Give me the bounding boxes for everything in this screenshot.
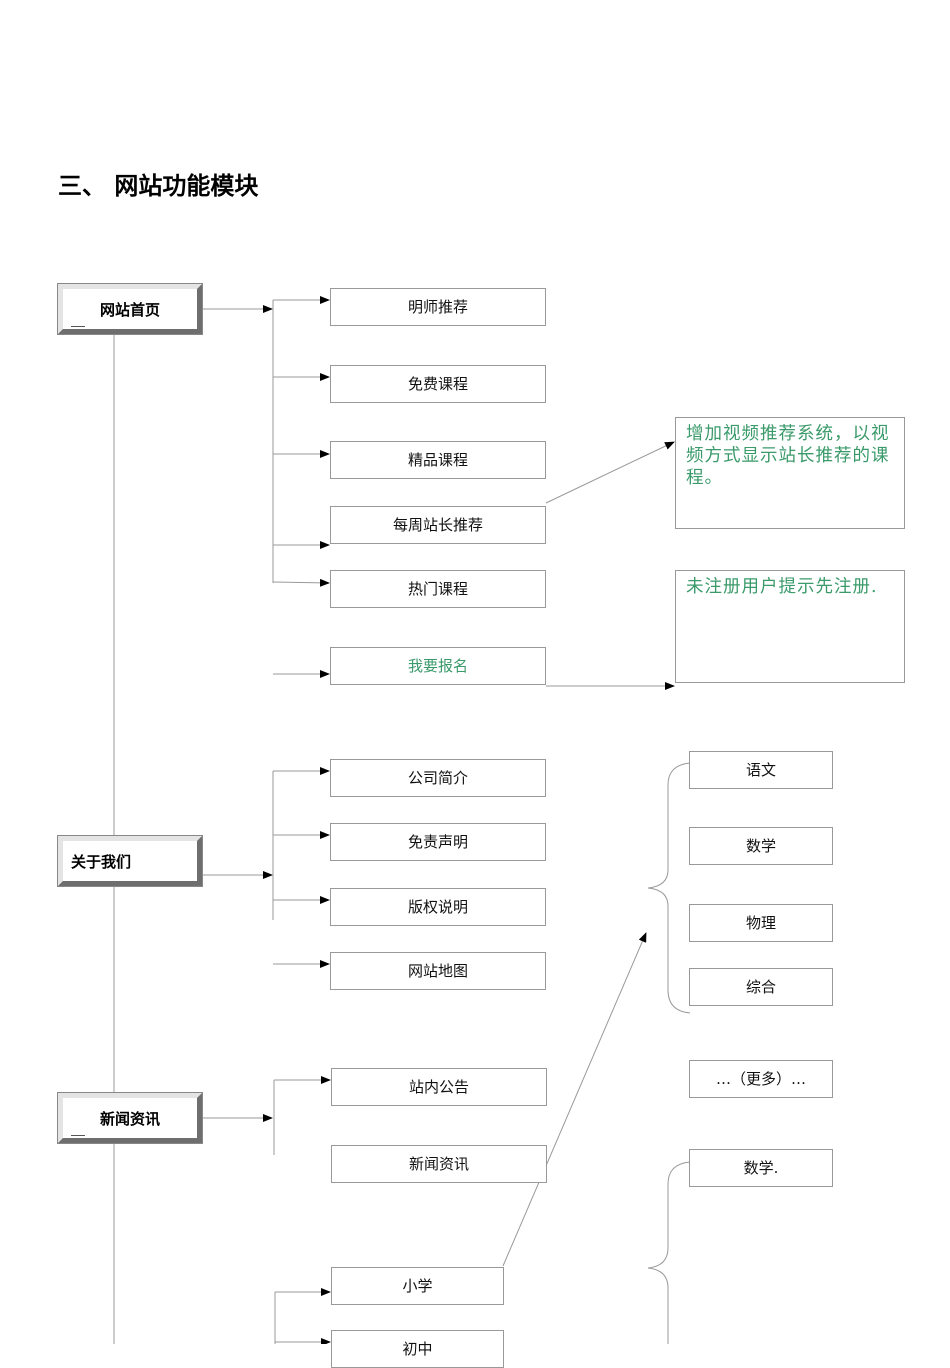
- level-item-junior[interactable]: 初中: [331, 1330, 504, 1368]
- page-title: 三、 网站功能模块: [58, 172, 259, 200]
- corner-mark: [71, 1135, 85, 1136]
- news-item-news[interactable]: 新闻资讯: [331, 1145, 547, 1183]
- subject-general[interactable]: 综合: [689, 968, 833, 1006]
- section-home[interactable]: 网站首页: [57, 283, 203, 335]
- subject-physics[interactable]: 物理: [689, 904, 833, 942]
- section-news-label: 新闻资讯: [99, 1109, 160, 1128]
- section-home-label: 网站首页: [99, 300, 160, 319]
- note-video-recommend: 增加视频推荐系统，以视频方式显示站长推荐的课程。: [675, 417, 905, 529]
- home-item-free-courses[interactable]: 免费课程: [330, 365, 546, 403]
- subject-math[interactable]: 数学: [689, 827, 833, 865]
- subject-more[interactable]: …（更多）…: [689, 1060, 833, 1098]
- section-news[interactable]: 新闻资讯: [57, 1092, 203, 1144]
- about-item-disclaimer[interactable]: 免责声明: [330, 823, 546, 861]
- about-item-copyright[interactable]: 版权说明: [330, 888, 546, 926]
- corner-mark: [71, 326, 85, 327]
- about-item-sitemap[interactable]: 网站地图: [330, 952, 546, 990]
- subject-math-cut-label: 数学.: [743, 1159, 779, 1177]
- section-about-label: 关于我们: [71, 852, 132, 871]
- section-about[interactable]: 关于我们: [57, 835, 203, 887]
- subject-chinese[interactable]: 语文: [689, 751, 833, 789]
- home-item-premium-courses[interactable]: 精品课程: [330, 441, 546, 479]
- home-item-hot-courses[interactable]: 热门课程: [330, 570, 546, 608]
- home-item-signup[interactable]: 我要报名: [330, 647, 546, 685]
- about-item-company[interactable]: 公司简介: [330, 759, 546, 797]
- news-item-announcements[interactable]: 站内公告: [331, 1068, 547, 1106]
- level-item-primary[interactable]: 小学: [331, 1267, 504, 1305]
- home-item-teachers[interactable]: 明师推荐: [330, 288, 546, 326]
- subject-math-cut[interactable]: 数学.: [689, 1149, 833, 1187]
- note-register: 未注册用户提示先注册.: [675, 570, 905, 683]
- home-item-weekly-picks[interactable]: 每周站长推荐: [330, 506, 546, 544]
